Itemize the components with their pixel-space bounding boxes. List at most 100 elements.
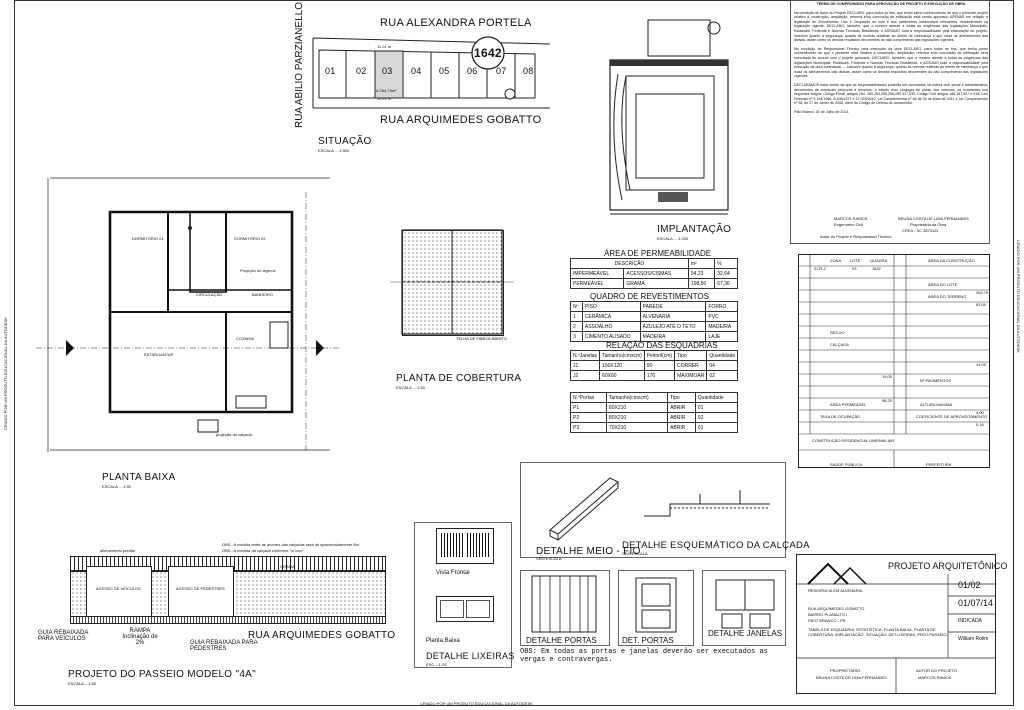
cobertura-scale: ESCALA ....1:50: [396, 385, 425, 390]
lixeira-plan-left: [440, 600, 464, 618]
est-label-8: RECUO: [830, 330, 845, 335]
esquadrias-title: RELAÇÃO DAS ESQUADRIAS: [606, 341, 718, 350]
esq-ph: Tamanho(cmxcm): [605, 392, 669, 403]
estatistica-grid: [798, 254, 990, 468]
revest-cell: CIMENTO ALISADO: [581, 331, 641, 342]
termo-frame: [790, 0, 990, 244]
revest-cell: AZULEJO ATÉ O TETO: [639, 321, 707, 332]
termo-sig2-name: BRUNA COSTA DE LIMA FERNANDES: [898, 216, 969, 221]
portas2-frame: [618, 570, 694, 646]
est-value-1: 03: [852, 266, 857, 271]
calcada-drawing: [644, 490, 770, 517]
est-value-8: 0,18: [976, 422, 984, 427]
implantacao-scale: ESCALA ....1:200: [657, 236, 689, 241]
permeab-title: ÁREA DE PERMEABILIDADE: [604, 249, 712, 258]
situacao-block-number: 1642: [474, 46, 502, 60]
permeab-cell: IMPERMEÁVEL: [569, 268, 625, 279]
est-label-10: ÁREA PERMEÁVEL: [830, 402, 867, 407]
esq-ph: Quantidade: [694, 392, 739, 403]
passeio-acesso-pedestres: ACESSO DE PEDESTRES: [176, 586, 225, 591]
carimbo-owner: BRUNA COSTA DE LIMA FERNANDES: [816, 675, 887, 680]
est-label-0: ZONA: [830, 258, 842, 263]
situacao-lot-08: 08: [523, 66, 534, 76]
esq-jh: Tamanho(cmxcm): [599, 350, 645, 361]
esq-j-cell: 04: [706, 360, 739, 371]
est-footer-2: PREFEITURA: [926, 462, 952, 467]
revest-cell: MADEIRA: [705, 321, 738, 332]
esq-jh: Quantidade: [706, 350, 739, 361]
passeio-obs1: OBS.: A medida entre as árvores das calç…: [222, 542, 361, 547]
revest-h0: Nº: [570, 301, 583, 312]
lixeiras-title: DETALHE LIXEIRAS: [426, 651, 515, 661]
lixeira-vista: Vista Frontal: [436, 570, 470, 576]
lixeira-front-grid-right: [467, 533, 489, 557]
passeio-guia-veiculos: GUIA REBAIXADA PARA VEÍCULOS: [38, 630, 89, 642]
calcada-scale: SEM ESCALA: [622, 551, 648, 556]
est-value-0: ZCR-2: [814, 266, 826, 271]
esq-p-cell: 80X210: [605, 402, 669, 413]
esq-p-cell: 02: [694, 412, 739, 423]
est-label-12: ALTURA MÁXIMA: [920, 402, 953, 407]
carimbo-contents: TABELA DE ESQUADRIA, ESTATÍSTICA, PLANTA…: [808, 627, 948, 637]
janela-drawing: [715, 579, 775, 629]
revest-cell: PVC: [705, 311, 738, 322]
esq-p-cell: 01: [694, 422, 739, 433]
est-value-6: 19,00: [882, 374, 893, 379]
esq-j-cell: 150X120: [599, 360, 645, 371]
situacao-drawing: [312, 36, 551, 109]
revest-cell: CERÂMICA: [581, 311, 641, 322]
esq-jh: Peitoril(cm): [643, 350, 676, 361]
situacao-lot-01: 01: [325, 66, 336, 76]
situacao-lot-04: 04: [411, 66, 422, 76]
passeio-alinhamento: alinhamento predial: [100, 548, 135, 553]
situacao-lot-05: 05: [439, 66, 450, 76]
carimbo-address1: RUA ARQUIMEDES GOBATTO: [808, 606, 865, 611]
passeio-curb: [70, 616, 386, 624]
passeio-title: PROJETO DO PASSEIO MODELO "4A": [68, 669, 256, 680]
planta-baixa-title: PLANTA BAIXA: [102, 472, 176, 483]
esq-p-cell: ABRIR: [667, 422, 696, 433]
passeio-rampa: RAMPA Inclinação de 2%: [122, 628, 158, 646]
revest-h2: PAREDE: [639, 301, 707, 312]
termo-place-date: Pato Branco, 01 de Julho de 2014.: [794, 109, 850, 114]
carimbo-date: 01/07/14: [958, 598, 994, 608]
esq-j-cell: J1: [569, 360, 601, 371]
termo-p1: Na condição de Autor do Projeto DECLARO,…: [794, 10, 988, 43]
termo-title: TERMO DE COMPROMISSO PARA APROVAÇÃO DE P…: [816, 2, 966, 6]
esq-ph: Tipo: [667, 392, 696, 403]
permeab-cell: ACESSOS/CISMAS: [623, 268, 689, 279]
esq-j-cell: 02: [706, 370, 739, 381]
pb-room-circ: CIRCULAÇÃO: [196, 292, 223, 297]
passeio-guia-pedestres: GUIA REBAIXADA PARA PEDESTRES: [190, 640, 258, 652]
revest-cell: LAJE: [705, 331, 738, 342]
planta-baixa-scale: ESCALA ....1:50: [102, 484, 131, 489]
revest-cell: ALVENARIA: [639, 311, 707, 322]
termo-sig2-role: Proprietária da Obra: [910, 222, 947, 227]
termo-p2: Na condição de Responsável Técnico pela …: [794, 46, 988, 79]
carimbo-logo: [807, 562, 867, 585]
est-label-6: TAXA DE OCUPAÇÃO: [820, 414, 861, 419]
lixeira-front-grid-left: [441, 533, 463, 557]
carimbo-title: PROJETO ARQUITETÔNICO: [888, 561, 1008, 571]
esq-p-cell: P1: [570, 402, 607, 413]
situacao-dim-top: 11,01 m: [377, 44, 392, 49]
esq-j-cell: MAXIMOAR: [674, 370, 708, 381]
est-value-3: 264,79: [976, 290, 989, 295]
portas-frame: [520, 570, 610, 646]
termo-p3: DECLARAMOS estar ciente de que as respon…: [794, 82, 988, 106]
est-label-5: ÁREA DA CONSTRUÇÃO: [928, 258, 975, 263]
esq-p-cell: 70X210: [605, 422, 669, 433]
situacao-title: SITUAÇÃO: [318, 136, 372, 147]
pb-room-dorm1: DORMITÓRIO 01: [132, 236, 164, 241]
situacao-street-top: RUA ALEXANDRA PORTELA: [380, 17, 532, 29]
lixeira-front: [436, 528, 494, 564]
est-label-2: QUADRA: [870, 258, 888, 263]
permeab-cell: 94,23: [687, 268, 716, 279]
termo-sig2-extra: CREA - SC 38731/D: [902, 228, 939, 233]
est-value-9: 98,20: [882, 398, 893, 403]
revest-h1: PISO: [581, 301, 641, 312]
pb-room-coz: COZINHA: [236, 336, 254, 341]
pb-room-dorm2: DORMITÓRIO 02: [234, 236, 266, 241]
